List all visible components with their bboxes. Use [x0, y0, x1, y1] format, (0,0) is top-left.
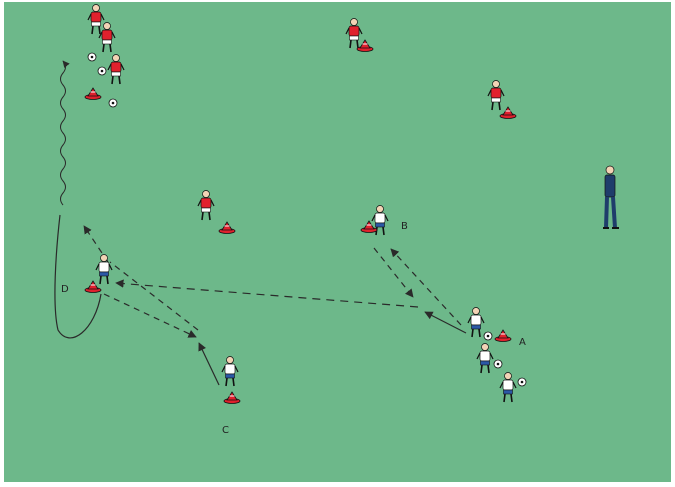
white-player [477, 344, 493, 374]
red-player [346, 19, 362, 49]
ball [109, 99, 117, 107]
ball [494, 360, 502, 368]
pass-line [110, 262, 198, 330]
white-player [96, 255, 112, 285]
cone [219, 222, 235, 234]
white-player [500, 373, 516, 403]
label-c: C [222, 425, 229, 436]
cone [495, 330, 511, 342]
run-line [425, 312, 466, 333]
white-player [222, 357, 238, 387]
label-a: A [519, 337, 526, 348]
red-player [488, 81, 504, 111]
cone [224, 392, 240, 404]
cone [361, 221, 377, 233]
cone [85, 281, 101, 293]
run-line [199, 343, 219, 385]
dribble-line [61, 61, 66, 205]
red-player [88, 5, 104, 35]
coach [603, 166, 619, 228]
pass-line [391, 249, 461, 325]
ball [98, 67, 106, 75]
label-b: B [401, 221, 408, 232]
run-curve [55, 215, 101, 338]
ball [518, 378, 526, 386]
cone [500, 107, 516, 119]
pass-line [374, 248, 413, 297]
ball [88, 53, 96, 61]
cone [85, 88, 101, 100]
pass-line [104, 294, 196, 337]
ball [484, 332, 492, 340]
red-player [108, 55, 124, 85]
pass-line [116, 283, 418, 307]
red-player [198, 191, 214, 221]
red-player [99, 23, 115, 53]
white-player [468, 308, 484, 338]
label-d: D [61, 284, 69, 295]
cone [357, 40, 373, 52]
